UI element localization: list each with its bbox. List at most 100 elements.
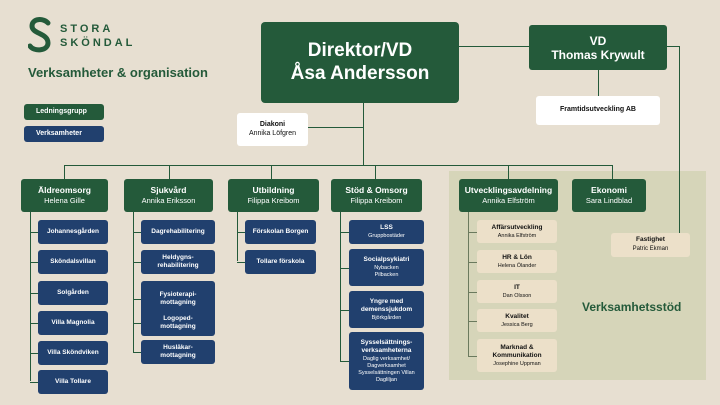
connector	[237, 262, 245, 263]
unit-box: Tollare förskola	[245, 250, 316, 274]
connector	[169, 165, 170, 179]
unit-title: Solgården	[57, 289, 89, 296]
connector	[340, 268, 349, 269]
support-label: Verksamhetsstöd	[582, 300, 682, 314]
unit-title: Villa Tollare	[55, 378, 91, 385]
logo-line-1: STORA	[60, 23, 114, 35]
connector	[340, 212, 341, 362]
connector	[30, 262, 38, 263]
fastighet-name: Patric Ekman	[632, 245, 669, 252]
connector	[133, 323, 141, 324]
unit-title: Kvalitet	[505, 312, 529, 320]
connector	[30, 382, 38, 383]
department-head: Filippa Kreibom	[350, 196, 403, 205]
department-head: Annika Elfström	[482, 196, 535, 205]
department-head: Filippa Kreibom	[247, 196, 300, 205]
department-head: Sara Lindblad	[585, 196, 633, 205]
connector	[340, 232, 349, 233]
connector	[133, 212, 134, 352]
unit-title: Fysioterapi- mottagning	[159, 291, 197, 306]
unit-subtitle: Björkgården	[371, 314, 402, 321]
vd-box: VD Thomas Krywult	[529, 25, 667, 70]
department-title: Sjukvård	[150, 185, 187, 195]
unit-subtitle: Nybacken Pilbacken	[374, 265, 399, 278]
unit-box: Förskolan Borgen	[245, 220, 316, 244]
connector	[468, 262, 477, 263]
unit-subtitle: Gruppbostäder	[368, 233, 405, 239]
unit-title: IT	[514, 283, 520, 291]
logo-line-2: SKÖNDAL	[60, 37, 136, 49]
ceo-box: Direktor/VD Åsa Andersson	[261, 22, 459, 103]
ceo-name: Åsa Andersson	[290, 62, 430, 84]
connector	[612, 165, 613, 179]
connector	[271, 165, 272, 179]
connector	[468, 232, 477, 233]
connector	[508, 165, 509, 179]
unit-title: Husläkar- mottagning	[160, 344, 196, 359]
vd-title: VD	[589, 33, 607, 48]
department-title: Utbildning	[252, 185, 295, 195]
connector	[459, 46, 529, 47]
unit-title: Socialpsykiatri	[363, 256, 410, 263]
connector	[598, 70, 599, 96]
legend-operations: Verksamheter	[24, 126, 104, 142]
department-head: Helena Gille	[44, 196, 85, 205]
unit-box: Villa Sköndviken	[38, 341, 108, 365]
connector	[30, 323, 38, 324]
unit-title: Villa Magnolia	[51, 319, 95, 326]
unit-title: Affärsutveckling	[491, 223, 543, 231]
connector	[64, 165, 612, 166]
department-title: Utvecklingsavdelning	[464, 185, 553, 195]
unit-subtitle: Jessica Berg	[501, 321, 533, 328]
unit-box: Villa Tollare	[38, 370, 108, 394]
department-title: Ekonomi	[591, 185, 627, 195]
legend-management: Ledningsgrupp	[24, 104, 104, 120]
unit-title: Yngre med demenssjukdom	[360, 297, 413, 313]
fastighet-title: Fastighet	[636, 236, 665, 244]
connector	[468, 321, 477, 322]
unit-subtitle: Josephine Uppman	[493, 360, 541, 367]
connector	[133, 299, 141, 300]
page-heading: Verksamheter & organisation	[28, 65, 208, 80]
department-title: Stöd & Omsorg	[345, 185, 408, 195]
legend-management-label: Ledningsgrupp	[36, 107, 87, 115]
unit-box: Sköndalsvillan	[38, 250, 108, 274]
fastighet-box: Fastighet Patric Ekman	[611, 233, 690, 257]
unit-title: Marknad & Kommunikation	[492, 343, 542, 359]
unit-subtitle: Dan Olsson	[502, 292, 532, 299]
unit-title: Tollare förskola	[256, 258, 305, 265]
connector	[237, 212, 238, 261]
connector	[64, 165, 65, 179]
unit-box: Johannesgården	[38, 220, 108, 244]
unit-title: Dagrehabilitering	[151, 228, 205, 235]
connector	[237, 232, 245, 233]
diakoni-title: Diakoni	[259, 120, 286, 128]
connector	[30, 232, 38, 233]
unit-title: Förskolan Borgen	[252, 228, 309, 235]
framtid-label: Framtidsutveckling AB	[560, 106, 636, 114]
unit-title: HR & Lön	[502, 253, 532, 261]
unit-title: Sköndalsvillan	[50, 258, 96, 265]
connector	[667, 46, 679, 47]
unit-title: Johannesgården	[46, 228, 99, 235]
vd-name: Thomas Krywult	[551, 47, 645, 62]
connector	[340, 361, 349, 362]
connector	[133, 262, 141, 263]
connector	[308, 127, 363, 128]
framtid-box: Framtidsutveckling AB	[536, 96, 660, 125]
